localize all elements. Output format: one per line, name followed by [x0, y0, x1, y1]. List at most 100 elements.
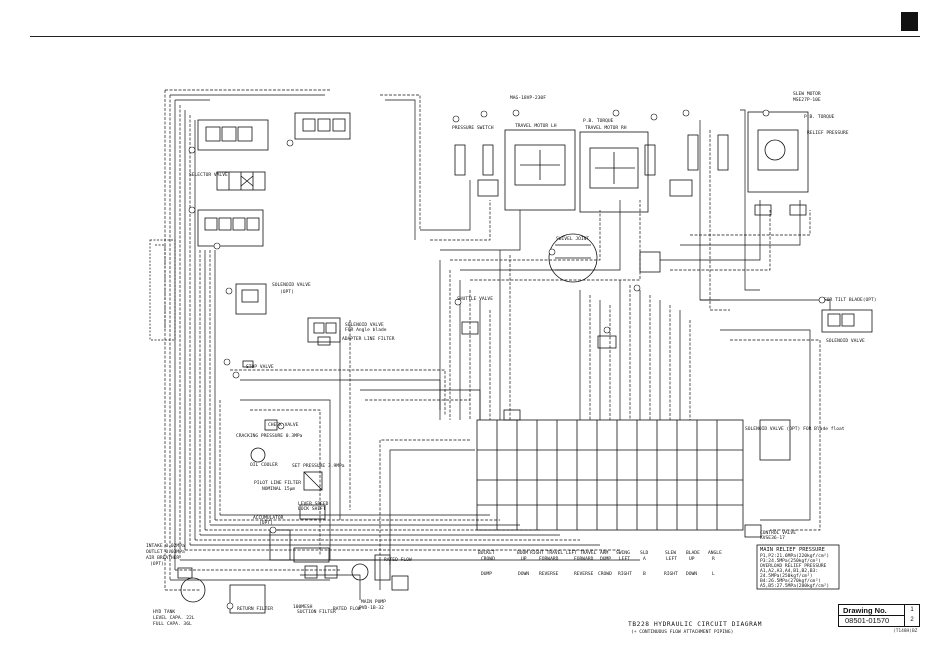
- outlet-label: OUTLET 0.03MPa: [146, 549, 185, 555]
- accumulator-opt-label: (OPT): [259, 520, 273, 526]
- suction-filter-label: SUCTION FILTER: [297, 609, 336, 615]
- air-breather-label: AIR BREATHER: [146, 555, 179, 561]
- sheet-number-bottom: 2: [910, 617, 914, 623]
- cracking-pressure-label: CRACKING PRESSURE 0.3MPa: [236, 433, 303, 439]
- function-name: SLD: [640, 550, 649, 556]
- function-b: DOWN: [518, 571, 529, 577]
- accumulator-label: ACCUMULATOR: [253, 515, 284, 521]
- function-name: ARM: [600, 550, 609, 556]
- swing-pb-torque-label: P.B. TORQUE: [804, 114, 835, 120]
- adapter-line-filter-label: ADAPTER LINE FILTER: [342, 336, 395, 342]
- main-pump-label: MAIN PUMP: [361, 599, 386, 605]
- function-b: REVERSE: [539, 571, 559, 577]
- function-b: CROWD: [598, 571, 612, 577]
- main-relief-row-7: A5,B5:27.5MPa(280kgf/cm²): [760, 583, 829, 589]
- solenoid-angle-label: FOR Angle blade: [345, 327, 387, 333]
- function-a: DUMP: [600, 556, 611, 562]
- function-name: LEFT TRAVEL: [566, 550, 597, 556]
- function-name: SWING: [616, 550, 630, 556]
- intake-label: INTAKE 0.02MPa: [146, 543, 185, 549]
- function-a: CROWD: [481, 556, 495, 562]
- shuttle-valve-label: SHUTTLE VALVE: [457, 296, 493, 302]
- sheet-number-top: 1: [910, 607, 914, 613]
- return-filter-mesh-label: 100MESH: [293, 604, 313, 610]
- function-legend: BUCKET CROWD DUMP BOOM UP DOWN RIGHT TRA…: [478, 550, 722, 577]
- tilt-solenoid-label: SOLENOID VALVE: [826, 338, 865, 344]
- main-relief-row-1: P1,P2:21.6MPa(220kgf/cm²): [760, 553, 829, 559]
- return-filter-label: RETURN FILTER: [237, 606, 273, 612]
- hyd-tank-label: HYD TANK: [153, 609, 175, 615]
- function-a: FORWARD: [574, 556, 594, 562]
- travel-motor-lh-label: TRAVEL MOTOR LH: [515, 123, 557, 129]
- tilt-valve-label: FOR TILT BLADE(OPT): [824, 297, 877, 303]
- pilot-line-filter-label: PILOT LINE FILTER: [254, 480, 301, 486]
- function-name: BUCKET: [478, 550, 495, 556]
- main-relief-row-3: OVERLOAD RELIEF PRESSURE: [760, 563, 827, 569]
- main-relief-row-2: P3:24.5MPa(250kgf/cm²): [760, 558, 821, 564]
- pb-torque-label: P.B. TORQUE: [583, 118, 614, 124]
- rated-flow-1-label: RATED FLOW: [333, 606, 361, 612]
- function-name: ANGLE: [708, 550, 722, 556]
- swivel-joint-label: SWIVEL JOINT: [556, 236, 589, 242]
- control-valve-spec-label: KVSE36-17: [760, 535, 785, 541]
- travel-motor-spec-label: MAG-18VP-230F: [510, 95, 546, 101]
- function-b: B: [643, 571, 646, 577]
- function-b: DOWN: [686, 571, 697, 577]
- main-pump-spec-label: PVD-1B-32: [359, 605, 384, 611]
- nominal-label: NOMINAL 15μm: [262, 486, 295, 492]
- solenoid-valve-label: SOLENOID VALVE: [272, 282, 311, 288]
- pressure-switch-label: PRESSURE SWITCH: [452, 125, 494, 131]
- function-name: BLADE: [686, 550, 700, 556]
- main-relief-title: MAIN RELIEF PRESSURE: [760, 547, 825, 553]
- travel-motor-rh-label: TRAVEL MOTOR RH: [585, 125, 627, 131]
- sheet-number: 1 2: [904, 605, 919, 626]
- function-a: LEFT: [619, 556, 630, 562]
- header-rule: [30, 36, 920, 37]
- diagram-title: TB228 HYDRAULIC CIRCUIT DIAGRAM: [628, 621, 762, 628]
- footer-code: (T148H)BZ: [893, 629, 918, 634]
- control-valve-label: CONTROL VALVE: [760, 530, 796, 536]
- swing-motor-label: SLEW MOTOR: [793, 91, 821, 97]
- tank-full-label: FULL CAPA. 36L: [153, 621, 192, 627]
- check-valve-label: CHECK VALVE: [268, 422, 299, 428]
- diagram-subtitle: (+ CONTINUOUS FLOW ATTACHMENT PIPING): [631, 629, 733, 635]
- main-relief-row-5: 24.5MPa(250kgf/cm²): [760, 573, 813, 579]
- rated-flow-2-label: RATED FLOW: [384, 557, 412, 563]
- relief-pressure-label: RELIEF PRESSURE: [807, 130, 849, 136]
- function-name: BOOM: [517, 550, 528, 556]
- set-pressure-label: SET PRESSURE 3.9MPa: [292, 463, 345, 469]
- function-a: UP: [521, 556, 527, 562]
- tank-level-label: LEVEL CAPA. 22L: [153, 615, 195, 621]
- selector-valve-label: SELECTOR VALVE: [189, 172, 228, 178]
- function-a: R: [712, 556, 715, 562]
- function-name: SLEW: [665, 550, 676, 556]
- function-b: L: [712, 571, 715, 577]
- function-b: RIGHT: [618, 571, 632, 577]
- drawing-number-caption: Drawing No.: [843, 606, 887, 615]
- drawing-number: 08501-01570: [845, 616, 890, 625]
- function-b: REVERSE: [574, 571, 594, 577]
- breather-opt-label: (OPT): [150, 561, 164, 567]
- corner-tab: [901, 12, 918, 31]
- solenoid-opt-label: (OPT): [280, 289, 294, 295]
- solenoid-valve-2-label: SOLENOID VALVE: [345, 322, 384, 328]
- main-relief-row-4: A1,A2,A3,A4,B1,B2,B3:: [760, 568, 818, 574]
- drawing-number-box: Drawing No. 08501-01570 1 2: [838, 604, 920, 627]
- swing-motor-spec-label: MSE27P-10E: [793, 97, 821, 103]
- function-b: RIGHT: [664, 571, 678, 577]
- function-b: DUMP: [481, 571, 492, 577]
- lock-shift-label: LOCK SHIFT: [298, 506, 326, 512]
- main-relief-row-6: B4:26.5MPa(270kgf/cm²): [760, 578, 821, 584]
- stop-valve-label: STOP VALVE: [246, 364, 274, 370]
- function-a: LEFT: [666, 556, 677, 562]
- solenoid-blade-label: SOLENOID VALVE (OPT) FOR Blade float: [745, 426, 845, 432]
- function-name: RIGHT TRAVEL: [530, 550, 563, 556]
- function-a: A: [643, 556, 646, 562]
- function-a: FORWARD: [539, 556, 559, 562]
- oil-cooler-label: OIL COOLER: [250, 462, 278, 468]
- function-a: UP: [689, 556, 695, 562]
- lever-speed-label: LEVER SPEED: [298, 501, 329, 507]
